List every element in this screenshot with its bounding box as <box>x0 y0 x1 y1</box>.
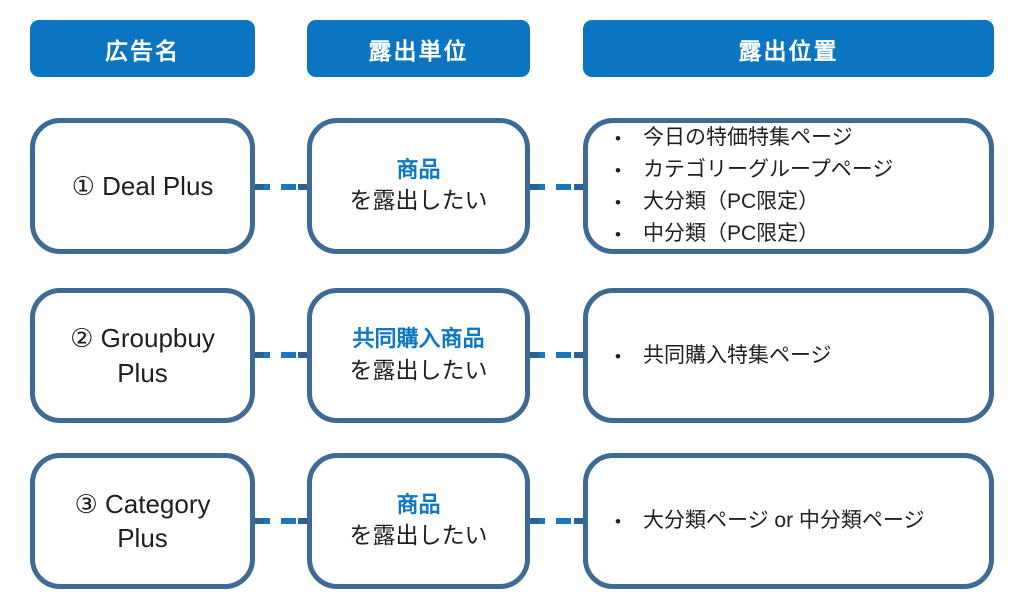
dashed-connector <box>255 518 307 524</box>
bullet-icon: • <box>615 129 621 148</box>
exposure-position-box-3: • 大分類ページ or 中分類ページ <box>583 453 994 589</box>
list-item: • カテゴリーグループページ <box>615 154 981 186</box>
position-label: 大分類（PC限定） <box>643 190 820 213</box>
bullet-icon: • <box>615 193 621 212</box>
list-item: • 共同購入特集ページ <box>615 340 981 372</box>
dashed-connector <box>530 352 583 358</box>
position-list: • 今日の特価特集ページ • カテゴリーグループページ • 大分類（PC限定） … <box>588 122 989 250</box>
list-item: • 中分類（PC限定） <box>615 218 981 250</box>
position-label: 中分類（PC限定） <box>643 222 820 245</box>
exposure-unit-box-3: 商品 を露出したい <box>307 453 530 589</box>
column-header-exposure-position: 露出位置 <box>583 20 994 77</box>
unit-suffix-label: を露出したい <box>349 522 488 549</box>
bullet-icon: • <box>615 512 621 531</box>
position-list: • 共同購入特集ページ <box>588 340 989 372</box>
dashed-connector <box>255 352 307 358</box>
list-item: • 大分類ページ or 中分類ページ <box>615 505 981 537</box>
bullet-icon: • <box>615 225 621 244</box>
column-header-exposure-unit: 露出単位 <box>307 20 530 77</box>
position-label: 大分類ページ or 中分類ページ <box>643 509 925 532</box>
unit-suffix-label: を露出したい <box>349 187 488 214</box>
ad-name-box-deal-plus: ① Deal Plus <box>30 118 255 254</box>
exposure-position-box-1: • 今日の特価特集ページ • カテゴリーグループページ • 大分類（PC限定） … <box>583 118 994 254</box>
unit-suffix-label: を露出したい <box>349 356 488 383</box>
position-list: • 大分類ページ or 中分類ページ <box>588 505 989 537</box>
exposure-position-box-2: • 共同購入特集ページ <box>583 288 994 423</box>
dashed-connector <box>530 184 583 190</box>
unit-highlight-label: 商品 <box>396 491 441 517</box>
bullet-icon: • <box>615 346 621 366</box>
ad-name-label: ② Groupbuy Plus <box>70 323 215 388</box>
ad-name-label: ③ Category Plus <box>74 488 211 553</box>
exposure-unit-box-1: 商品 を露出したい <box>307 118 530 254</box>
ad-name-label: ① Deal Plus <box>71 170 214 201</box>
exposure-unit-box-2: 共同購入商品 を露出したい <box>307 288 530 423</box>
dashed-connector <box>255 184 307 190</box>
unit-highlight-label: 共同購入商品 <box>352 326 485 352</box>
list-item: • 大分類（PC限定） <box>615 186 981 218</box>
column-header-ad-name: 広告名 <box>30 20 255 77</box>
list-item: • 今日の特価特集ページ <box>615 122 981 154</box>
bullet-icon: • <box>615 161 621 180</box>
dashed-connector <box>530 518 583 524</box>
position-label: カテゴリーグループページ <box>643 158 894 181</box>
position-label: 今日の特価特集ページ <box>643 126 853 149</box>
position-label: 共同購入特集ページ <box>643 343 832 367</box>
unit-highlight-label: 商品 <box>396 156 441 182</box>
ad-name-box-groupbuy-plus: ② Groupbuy Plus <box>30 288 255 423</box>
ad-name-box-category-plus: ③ Category Plus <box>30 453 255 589</box>
